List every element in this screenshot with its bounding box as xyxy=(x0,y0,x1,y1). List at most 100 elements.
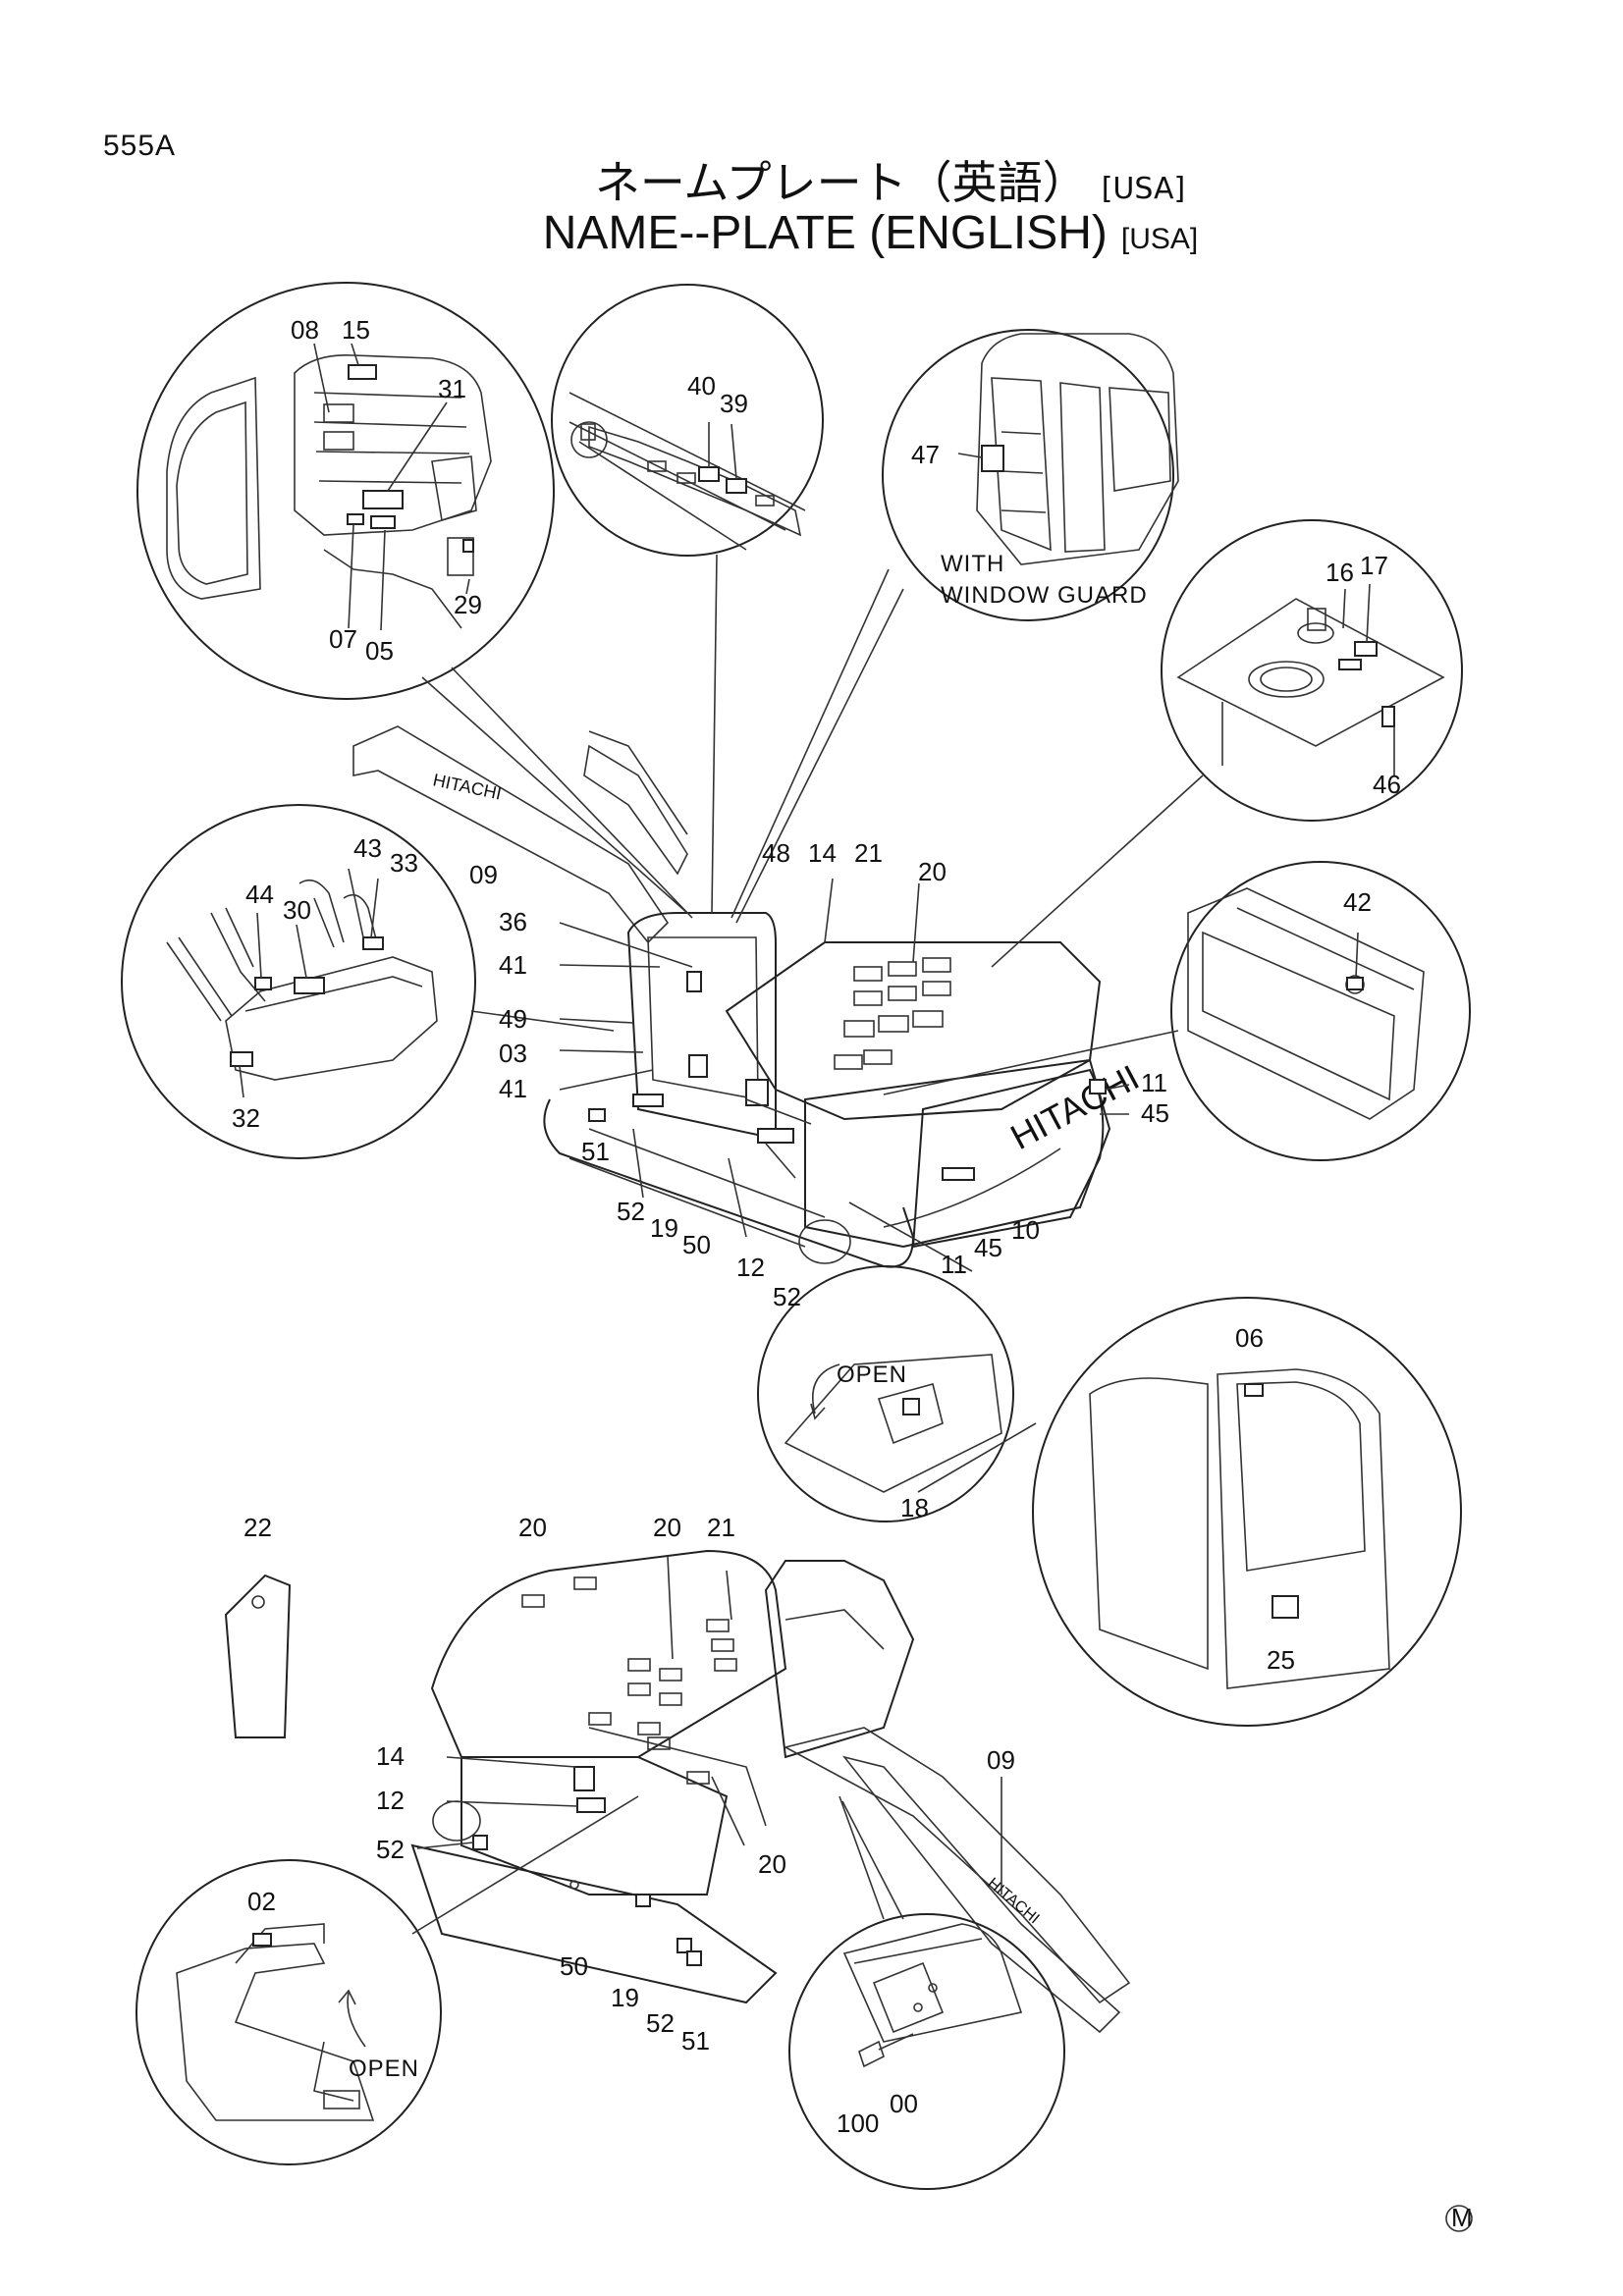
plate-07 xyxy=(347,513,364,525)
callout-20-lower-b: 20 xyxy=(653,1513,681,1542)
plate-02 xyxy=(252,1933,272,1947)
callout-52-upper-b: 52 xyxy=(773,1282,801,1311)
callout-20-upper: 20 xyxy=(918,857,947,886)
callout-41-a: 41 xyxy=(499,950,527,980)
detail-circle-engine-hood: OPEN xyxy=(135,1859,442,2165)
plate-25 xyxy=(1271,1595,1299,1619)
callout-42: 42 xyxy=(1343,887,1372,917)
m-mark: M xyxy=(1445,2203,1473,2232)
detail-circle-cab-console xyxy=(136,282,555,700)
callout-41-b: 41 xyxy=(499,1074,527,1103)
note-with: WITH xyxy=(941,551,1004,577)
title-en-text: NAME--PLATE (ENGLISH) xyxy=(542,207,1108,259)
callout-30: 30 xyxy=(283,895,311,925)
note-window-guard: WINDOW GUARD xyxy=(941,582,1148,609)
detail-circle-window-guard xyxy=(882,329,1179,621)
callout-numbers: 08 15 31 29 07 05 40 39 47 WITH WINDOW G… xyxy=(232,315,1401,2138)
callout-22: 22 xyxy=(243,1513,272,1542)
plate-32 xyxy=(230,1051,253,1067)
plate-05 xyxy=(370,515,396,529)
callout-43: 43 xyxy=(353,833,382,863)
title-jp-text: ネームプレート（英語） xyxy=(594,156,1088,209)
callout-07: 07 xyxy=(329,624,357,654)
callout-45-lower: 45 xyxy=(974,1233,1002,1262)
plate-31 xyxy=(362,490,404,509)
title-japanese: ネームプレート（英語） [USA] xyxy=(79,147,1623,212)
excavator-main-view: HITACHI HITACHI xyxy=(352,725,1146,1268)
callout-19-lower: 19 xyxy=(611,1983,639,2012)
callout-51-upper: 51 xyxy=(581,1137,610,1166)
plate-44 xyxy=(254,977,272,990)
callout-29: 29 xyxy=(454,590,482,619)
plate-47 xyxy=(981,445,1004,472)
excavator-rear-view: HITACHI xyxy=(410,1549,1131,2034)
plate-15 xyxy=(348,364,377,380)
callout-50-lower: 50 xyxy=(560,1951,588,1981)
tag-22 xyxy=(224,1574,292,1738)
callout-36: 36 xyxy=(499,907,527,936)
callout-44: 44 xyxy=(245,880,274,909)
plate-29 xyxy=(462,539,474,553)
callout-21-upper: 21 xyxy=(854,838,883,868)
callout-17: 17 xyxy=(1360,551,1388,580)
callout-09-lower: 09 xyxy=(987,1745,1015,1775)
plate-16 xyxy=(1338,659,1362,670)
detail-circle-top-plates xyxy=(551,284,824,557)
callout-47: 47 xyxy=(911,440,940,469)
plate-33 xyxy=(362,936,384,950)
callout-20-lower-c: 20 xyxy=(758,1849,786,1879)
callout-20-lower-a: 20 xyxy=(518,1513,547,1542)
callout-05: 05 xyxy=(365,636,394,666)
plate-17 xyxy=(1354,641,1378,657)
title-english: NAME--PLATE (ENGLISH)[USA] xyxy=(59,206,1623,260)
callout-49: 49 xyxy=(499,1004,527,1034)
callout-52-upper-a: 52 xyxy=(617,1197,645,1226)
plate-46 xyxy=(1381,706,1395,727)
open-label-engine-hood: OPEN xyxy=(349,2056,419,2082)
plate-42 xyxy=(1346,977,1364,990)
callout-12-upper: 12 xyxy=(736,1253,765,1282)
callout-11-right: 11 xyxy=(1141,1068,1167,1097)
callout-08: 08 xyxy=(291,315,319,345)
callout-52-lower-a: 52 xyxy=(376,1835,405,1864)
callout-12-lower: 12 xyxy=(376,1786,405,1815)
callout-32: 32 xyxy=(232,1103,260,1133)
detail-circle-bolt-plate xyxy=(788,1913,1065,2190)
callout-45-right: 45 xyxy=(1141,1098,1169,1128)
callout-52-lower-b: 52 xyxy=(646,2008,675,2038)
plate-40 xyxy=(698,466,720,482)
callout-25: 25 xyxy=(1267,1645,1295,1675)
region-label-jp: [USA] xyxy=(1101,172,1186,206)
callout-14-upper: 14 xyxy=(808,838,837,868)
callout-06: 06 xyxy=(1235,1323,1264,1353)
detail-circle-cab-door xyxy=(1032,1297,1462,1727)
callout-11-lower: 11 xyxy=(941,1250,967,1279)
callout-14-lower: 14 xyxy=(376,1741,405,1771)
m-mark-letter: M xyxy=(1451,2203,1473,2232)
callout-33: 33 xyxy=(390,848,418,878)
page-code: 555A xyxy=(103,130,177,162)
plate-39 xyxy=(726,478,747,494)
callout-16: 16 xyxy=(1325,558,1354,587)
callout-48: 48 xyxy=(762,838,790,868)
callout-02: 02 xyxy=(247,1887,276,1916)
detail-circle-control-levers xyxy=(121,804,476,1159)
callout-31: 31 xyxy=(438,374,466,403)
plate-06 xyxy=(1244,1383,1264,1397)
callout-09-upper: 09 xyxy=(469,860,498,889)
plate-18 xyxy=(902,1398,920,1415)
leader-lines xyxy=(411,554,1204,1935)
brand-text-counterweight: HITACHI xyxy=(1004,1057,1146,1158)
callout-15: 15 xyxy=(342,315,370,345)
callout-03: 03 xyxy=(499,1039,527,1068)
callout-40: 40 xyxy=(687,371,716,400)
callout-19-upper: 19 xyxy=(650,1213,678,1243)
callout-39: 39 xyxy=(720,389,748,418)
brand-text-lower-boom: HITACHI xyxy=(984,1875,1042,1927)
callout-21-lower: 21 xyxy=(707,1513,735,1542)
callout-100: 100 xyxy=(837,2109,879,2138)
callout-10: 10 xyxy=(1011,1215,1040,1245)
brand-text-boom: HITACHI xyxy=(431,770,503,803)
callout-18: 18 xyxy=(900,1493,929,1522)
